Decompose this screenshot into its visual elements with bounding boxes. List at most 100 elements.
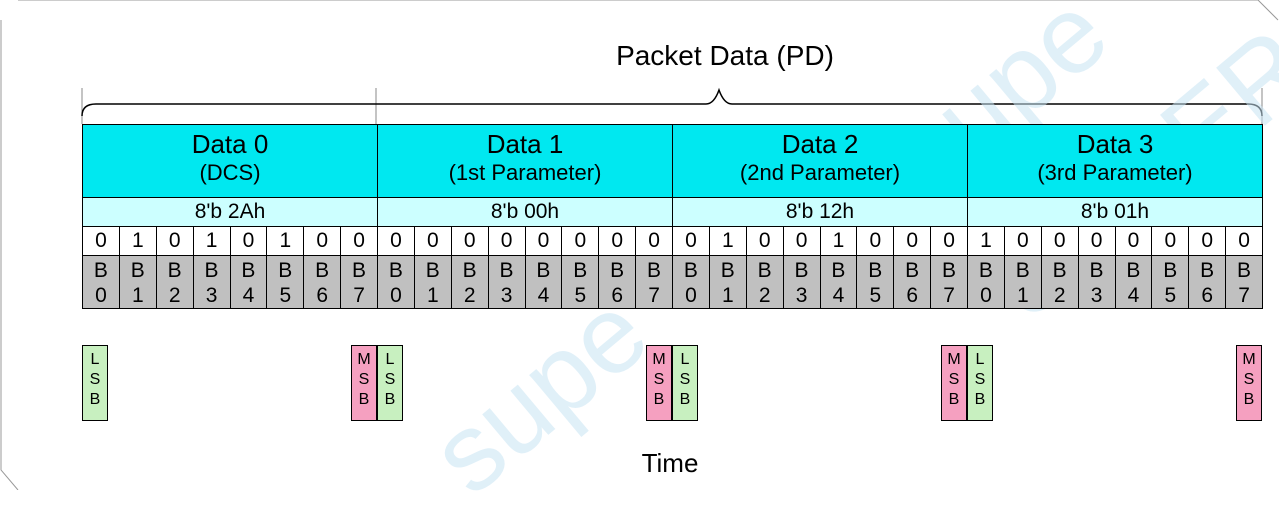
- msb-char: M: [1242, 351, 1256, 368]
- lsb-char: L: [975, 351, 985, 368]
- bit-value-cell: 1: [192, 226, 231, 256]
- msb-char: B: [358, 391, 370, 408]
- msb-char: S: [358, 371, 370, 388]
- msb-char: B: [948, 391, 960, 408]
- byte-name: Data 1: [486, 129, 564, 159]
- bit-name-char: 6: [316, 284, 329, 307]
- bit-name-char: B: [167, 259, 182, 282]
- bit-value-cell: 0: [450, 226, 489, 256]
- bit-value-cell: 0: [561, 226, 600, 256]
- bit-name-char: 3: [500, 284, 513, 307]
- bit-value-cell: 0: [930, 226, 968, 256]
- bit-value-cell: 0: [1114, 226, 1153, 256]
- bit-name-char: B: [352, 259, 367, 282]
- bit-name-char: B: [1089, 259, 1104, 282]
- lsb-char: S: [974, 371, 986, 388]
- bit-name-char: 7: [943, 284, 955, 307]
- bit-name-char: 4: [832, 284, 845, 307]
- bit-name-char: 4: [1127, 284, 1140, 307]
- bit-name-char: 6: [906, 284, 919, 307]
- byte-hex-value: 8'b 2Ah: [82, 197, 378, 227]
- bit-name-char: 4: [242, 284, 255, 307]
- diagram-frame: [0, 0, 1279, 490]
- bit-name-char: B: [499, 259, 514, 282]
- bit-value-cell: 0: [598, 226, 637, 256]
- bit-name-char: B: [1163, 259, 1178, 282]
- bit-name-char: B: [942, 259, 957, 282]
- bit-value-cell: 0: [1151, 226, 1190, 256]
- byte-description: (3rd Parameter): [1037, 160, 1193, 185]
- byte-name: Data 2: [781, 129, 859, 159]
- bit-name-char: 2: [758, 284, 771, 307]
- bit-value-cell: 0: [377, 226, 415, 256]
- bit-name-char: 0: [685, 284, 697, 307]
- lsb-char: S: [679, 371, 691, 388]
- byte-header: Data 2(2nd Parameter): [672, 124, 968, 198]
- bit-name-char: B: [241, 259, 256, 282]
- bit-name-char: B: [1052, 259, 1067, 282]
- byte-header: Data 0(DCS): [82, 124, 378, 198]
- bit-value-cell: 0: [155, 226, 194, 256]
- bit-name-char: 0: [390, 284, 402, 307]
- bit-name-char: 1: [1016, 284, 1029, 307]
- bit-name-char: 6: [611, 284, 624, 307]
- msb-char: S: [653, 371, 665, 388]
- byte-header: Data 1(1st Parameter): [377, 124, 673, 198]
- bit-name-char: 1: [721, 284, 734, 307]
- byte-hex-value: 8'b 12h: [672, 197, 968, 227]
- bit-name-char: B: [978, 259, 993, 282]
- bit-value-cell: 0: [487, 226, 526, 256]
- bit-value-cell: 0: [229, 226, 268, 256]
- byte-description: (DCS): [199, 160, 261, 185]
- msb-char: S: [948, 371, 960, 388]
- bit-name-char: 3: [205, 284, 218, 307]
- bit-name-char: B: [1126, 259, 1141, 282]
- packet-data-label: Packet Data (PD): [616, 40, 834, 71]
- bit-value-cell: 0: [635, 226, 673, 256]
- lsb-char: L: [680, 351, 690, 368]
- bit-value-cell: 0: [413, 226, 452, 256]
- packet-brace: [81, 87, 1263, 117]
- lsb-char: B: [89, 391, 101, 408]
- lsb-char: L: [90, 351, 100, 368]
- bit-name-char: 6: [1201, 284, 1214, 307]
- bit-name-char: 1: [426, 284, 439, 307]
- bit-name-char: 5: [1164, 284, 1177, 307]
- bit-value-cell: 0: [782, 226, 821, 256]
- byte-description: (2nd Parameter): [739, 160, 901, 185]
- time-label: Time: [641, 448, 699, 478]
- bit-name-char: 5: [869, 284, 882, 307]
- bit-name-char: B: [794, 259, 809, 282]
- bit-value-cell: 0: [1040, 226, 1079, 256]
- msb-char: M: [947, 351, 961, 368]
- bit-value-cell: 0: [672, 226, 710, 256]
- bit-value-cell: 0: [82, 226, 120, 256]
- lsb-char: B: [679, 391, 691, 408]
- bit-value-cell: 0: [340, 226, 378, 256]
- bit-value-cell: 1: [819, 226, 858, 256]
- bit-name-char: B: [278, 259, 293, 282]
